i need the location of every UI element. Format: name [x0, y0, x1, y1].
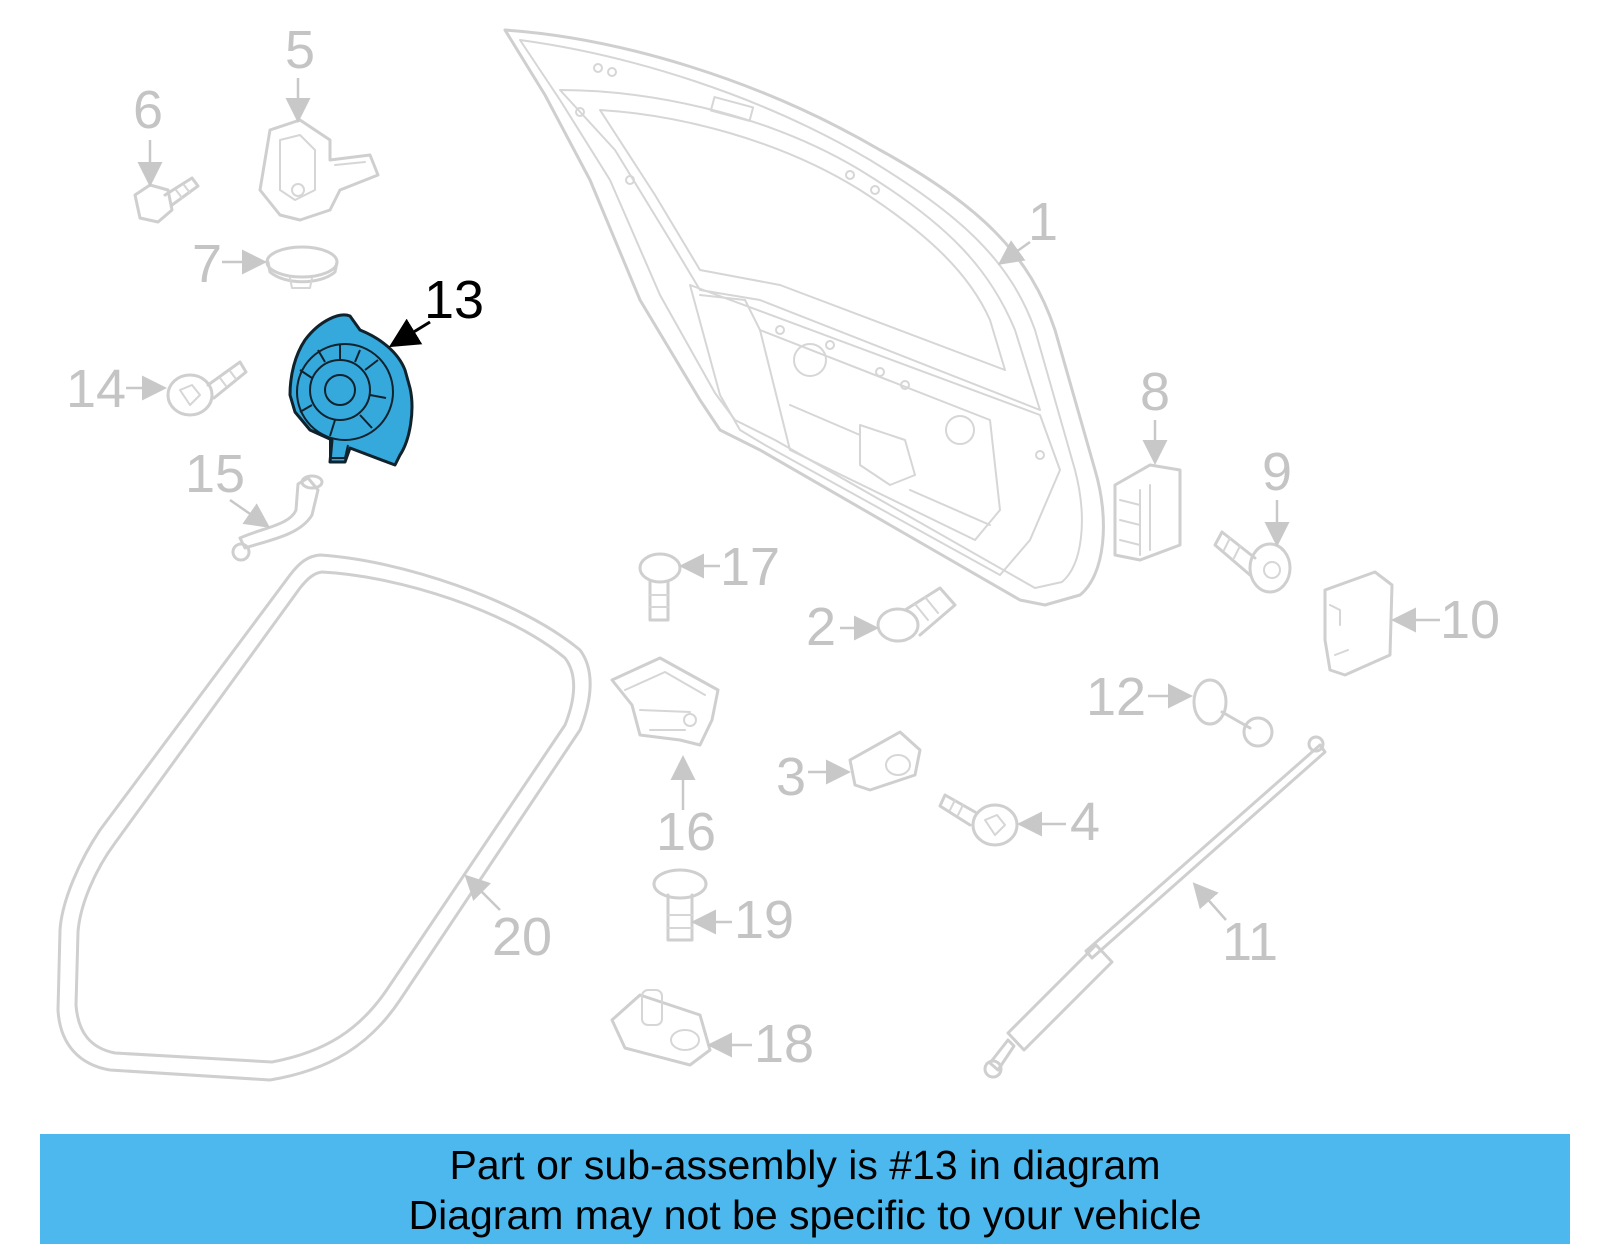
- callout-numbers: 1 2 3 4 5 6 7 8 9 10 11 12 13 14 15 16 1…: [66, 20, 1500, 1074]
- callout-12: 12: [1086, 667, 1146, 727]
- callout-8: 8: [1140, 362, 1170, 422]
- callout-13: 13: [424, 270, 484, 330]
- callout-6: 6: [133, 80, 163, 140]
- part-9-bolt[interactable]: [1213, 530, 1292, 594]
- part-13-speaker-highlighted[interactable]: [288, 313, 414, 467]
- callout-19: 19: [734, 890, 794, 950]
- callout-15: 15: [185, 444, 245, 504]
- info-banner: Part or sub-assembly is #13 in diagram D…: [40, 1134, 1570, 1244]
- part-19-clip[interactable]: [652, 868, 708, 942]
- part-18-plate[interactable]: [610, 989, 712, 1067]
- part-3-bumper[interactable]: [848, 730, 922, 792]
- part-1-liftgate[interactable]: [503, 28, 1105, 607]
- part-14-bolt[interactable]: [166, 360, 248, 417]
- part-17-clip[interactable]: [638, 552, 682, 622]
- callout-16: 16: [656, 802, 716, 862]
- callout-10: 10: [1440, 590, 1500, 650]
- part-4-bolt[interactable]: [938, 793, 1019, 847]
- part-5-hinge[interactable]: [258, 118, 380, 222]
- part-7-nut[interactable]: [265, 245, 339, 289]
- banner-line-2: Diagram may not be specific to your vehi…: [408, 1192, 1202, 1238]
- callout-14: 14: [66, 359, 126, 419]
- part-10-cover[interactable]: [1323, 570, 1394, 677]
- callout-17: 17: [720, 537, 780, 597]
- callout-leaders: [126, 78, 1440, 1058]
- callout-11: 11: [1222, 912, 1278, 972]
- callout-9: 9: [1262, 442, 1292, 502]
- part-12-ball-stud[interactable]: [1192, 678, 1274, 748]
- callout-20: 20: [492, 907, 552, 967]
- part-8-bracket[interactable]: [1113, 463, 1182, 562]
- part-15-hose[interactable]: [231, 474, 324, 562]
- part-20-weatherstrip[interactable]: [56, 553, 592, 1082]
- part-16-latch[interactable]: [610, 656, 720, 747]
- callout-18: 18: [754, 1014, 814, 1074]
- banner-line-1: Part or sub-assembly is #13 in diagram: [449, 1142, 1161, 1188]
- callout-7: 7: [192, 234, 222, 294]
- part-6-bolt[interactable]: [133, 176, 200, 224]
- callout-1: 1: [1028, 192, 1058, 252]
- callout-5: 5: [285, 20, 315, 80]
- callout-2: 2: [806, 597, 836, 657]
- part-2-striker[interactable]: [876, 586, 957, 643]
- part-11-strut[interactable]: [983, 735, 1327, 1079]
- callout-4: 4: [1070, 792, 1100, 852]
- callout-3: 3: [776, 747, 806, 807]
